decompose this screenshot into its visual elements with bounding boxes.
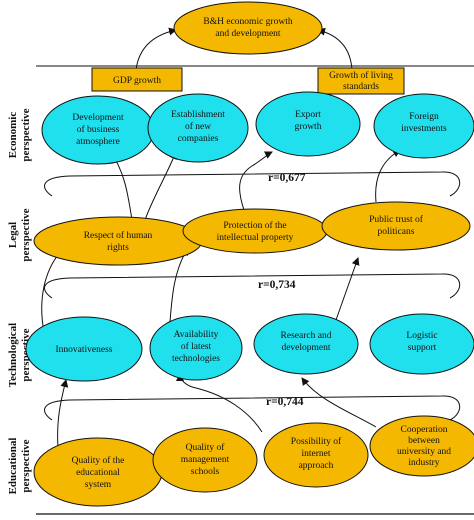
svg-text:Innovativeness: Innovativeness (56, 345, 113, 355)
node-innovativeness: Innovativeness (25, 316, 143, 382)
perspective-educational: Educationalperspective (7, 438, 32, 495)
perspective-economic: Economicperspective (7, 108, 32, 161)
arrow-gdp-to-title (135, 27, 177, 71)
svg-text:GDP growth: GDP growth (113, 76, 161, 86)
arrow-coop-to-research (301, 377, 377, 428)
arrows (41, 27, 401, 448)
separator-tech-edu (44, 395, 460, 421)
arrow-research-to-trust (335, 257, 360, 321)
gdp-growth-box: GDP growth (91, 67, 183, 92)
arrow-intellectual-to-export (239, 151, 273, 211)
arrow-qualityedu-to-innov (57, 379, 69, 448)
perspective-legal: Legalperspective (7, 208, 32, 261)
separator-economic-legal (44, 171, 460, 197)
arrow-trust-to-foreign (375, 149, 401, 203)
separator-legal-tech (44, 273, 460, 299)
correlation-r3: r=0,744 (266, 396, 304, 408)
arrow-human-to-companies (144, 151, 177, 221)
correlation-r2: r=0,734 (258, 279, 296, 291)
arrow-living-to-title (317, 27, 353, 71)
arrow-internet-to-avail (176, 373, 263, 433)
correlation-r1: r=0,677 (268, 172, 306, 184)
